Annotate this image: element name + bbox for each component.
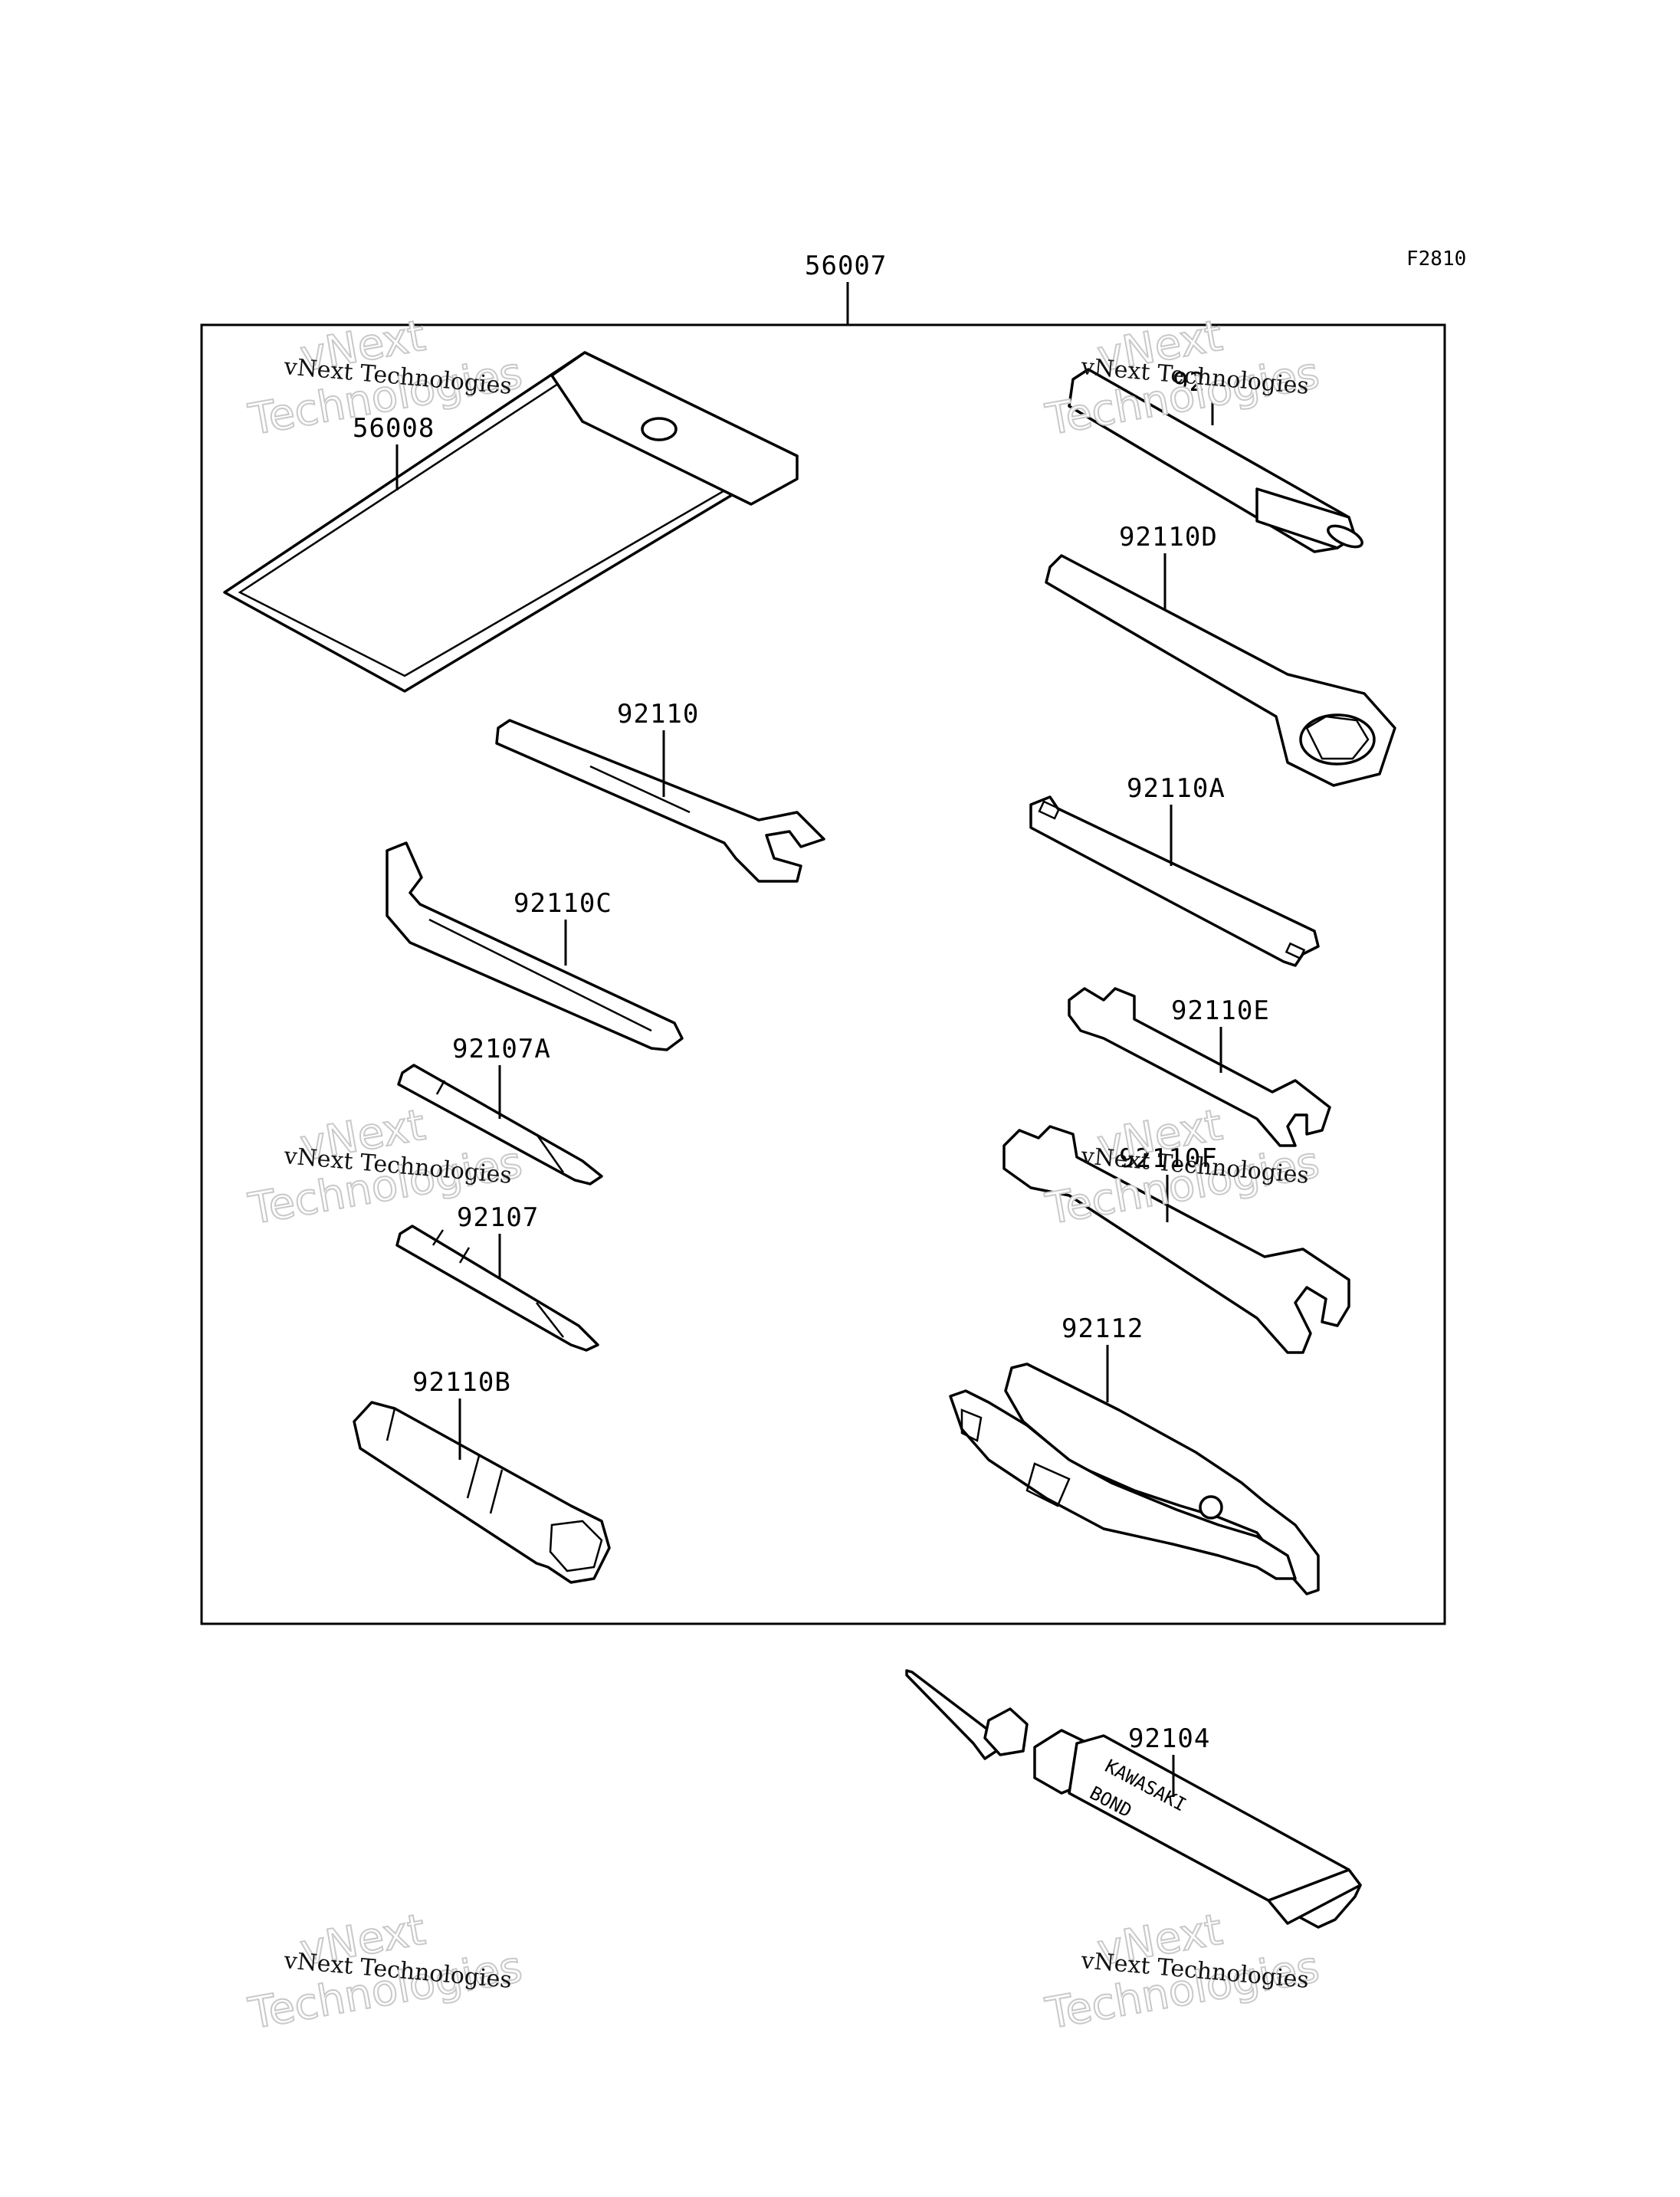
combination-wrench-92110F-drawing[interactable] [1002,1125,1350,1354]
box-socket-92110B-drawing[interactable] [353,1401,611,1584]
screwdriver-bit-92107A-drawing[interactable] [397,1064,603,1185]
screwdriver-92107-drawing[interactable] [395,1225,599,1352]
part-label-56008[interactable]: 56008 [353,413,435,444]
part-label-92107A[interactable]: 92107A [452,1034,551,1064]
part-label-92112[interactable]: 92112 [1061,1313,1144,1344]
part-label-92110A[interactable]: 92110A [1127,773,1226,804]
pliers-92112-drawing[interactable] [949,1362,1320,1595]
part-label-92[interactable]: 92 [1173,367,1206,398]
wrench-bar-92-drawing[interactable] [1068,368,1365,553]
part-label-92110C[interactable]: 92110C [514,888,612,919]
hook-wrench-92110C-drawing[interactable] [386,841,684,1051]
double-wrench-92110E-drawing[interactable] [1068,987,1331,1147]
bond-tube-92104-drawing[interactable]: KAWASAKI BOND [905,1669,1362,1929]
figure-code: F2810 [1406,248,1466,271]
box-wrench-92110D-drawing[interactable] [1045,554,1396,787]
open-wrench-92110-drawing[interactable] [495,719,825,883]
tool-bag-drawing[interactable] [223,351,799,693]
part-label-56007[interactable]: 56007 [805,251,887,281]
part-label-92110E[interactable]: 92110E [1171,995,1270,1026]
spanner-92110A-drawing[interactable] [1029,795,1320,967]
part-label-92110B[interactable]: 92110B [412,1367,511,1398]
part-label-92110[interactable]: 92110 [617,699,699,730]
part-label-92110F[interactable]: 92110F [1119,1143,1218,1174]
tool-kit-frame [200,323,1446,1625]
part-label-92107[interactable]: 92107 [457,1202,539,1233]
part-label-92104[interactable]: 92104 [1128,1723,1210,1754]
part-label-92110D[interactable]: 92110D [1119,522,1218,553]
